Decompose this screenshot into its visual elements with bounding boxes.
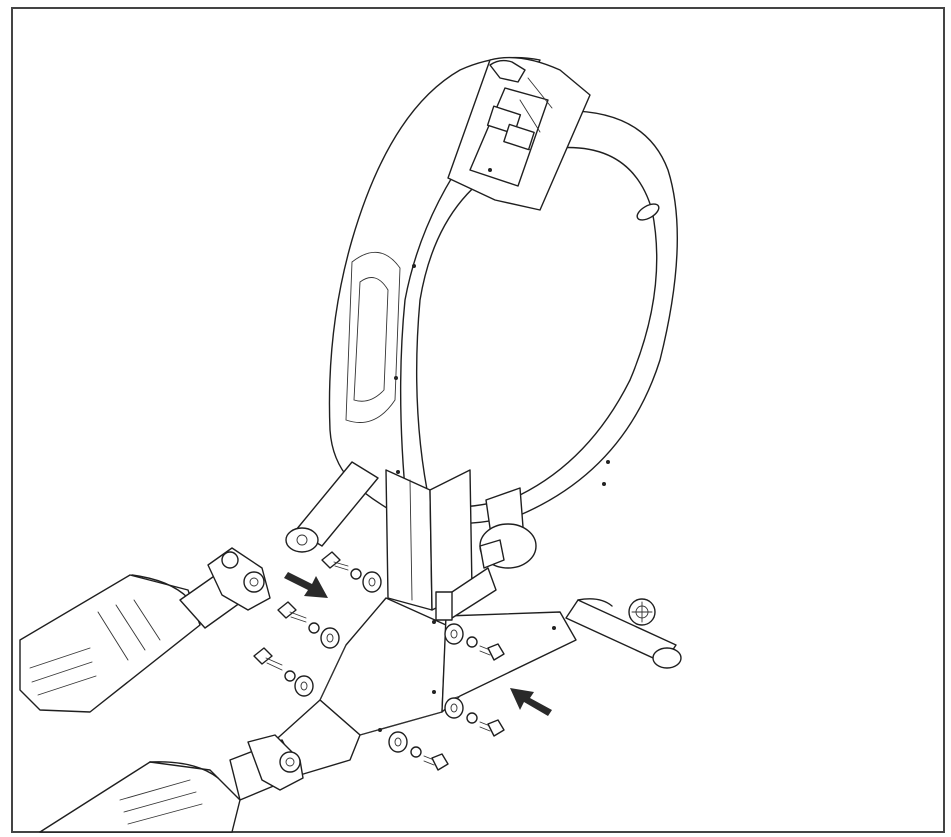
left-arm-link <box>285 461 379 553</box>
left-pedal-lower <box>39 761 241 833</box>
base-frame <box>229 597 577 801</box>
flat-washer <box>444 623 464 645</box>
center-column <box>385 469 473 611</box>
flat-washer <box>362 571 382 593</box>
lock-washer <box>350 568 362 580</box>
flat-washer <box>388 731 408 753</box>
bolt <box>423 753 449 771</box>
bolt <box>479 719 505 737</box>
flat-washer <box>294 675 314 697</box>
arrow-left-up <box>510 688 552 716</box>
arrow-right-down <box>284 572 328 598</box>
lock-washer <box>466 636 478 648</box>
hardware-right-middle <box>444 697 505 737</box>
bolt <box>321 551 349 571</box>
hardware-left-lower <box>253 647 314 697</box>
flywheel-shroud <box>328 56 679 630</box>
lock-washer <box>466 712 478 724</box>
hardware-right-upper <box>444 623 505 661</box>
rear-stabilizer <box>565 598 682 669</box>
hardware-left-upper <box>321 551 382 593</box>
hardware-left-middle <box>277 601 340 649</box>
bolt <box>253 647 283 671</box>
hardware-right-lower <box>388 731 449 771</box>
right-crank <box>435 487 537 621</box>
lock-washer <box>308 622 320 634</box>
lock-washer <box>410 746 422 758</box>
lock-washer <box>284 670 296 682</box>
flat-washer <box>320 627 340 649</box>
bolt <box>277 601 307 623</box>
left-pedal-upper <box>19 547 271 713</box>
bolt <box>479 643 505 661</box>
flat-washer <box>444 697 464 719</box>
